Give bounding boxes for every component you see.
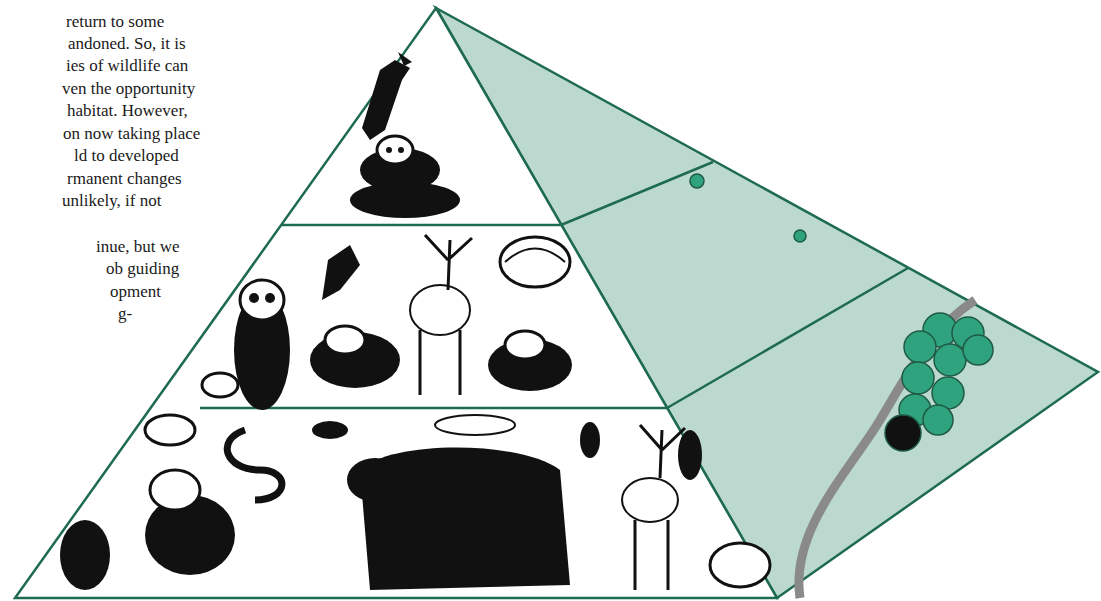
front-face	[15, 8, 777, 598]
body-text-line: on now taking place	[63, 124, 200, 144]
body-text-line: return to some	[66, 12, 164, 32]
body-text-line: ies of wildlife can	[66, 56, 188, 76]
animals-bottom	[60, 415, 770, 590]
body-text-line: inue, but we	[96, 237, 180, 257]
tier-line	[561, 162, 713, 225]
body-text-line: g-	[118, 304, 132, 324]
body-text-line: andoned. So, it is	[68, 34, 186, 54]
road	[799, 300, 975, 598]
body-text-line: ld to developed	[74, 146, 179, 166]
body-text-line: rmanent changes	[67, 169, 182, 189]
tier-line	[281, 224, 561, 227]
body-text-line: ob guiding	[106, 259, 179, 279]
tier-line	[667, 268, 908, 408]
trees	[690, 174, 993, 451]
body-text-line: ven the opportunity	[62, 79, 195, 99]
body-text-line: habitat. However,	[67, 101, 188, 121]
animals-middle	[202, 235, 572, 410]
body-text-line: opment	[110, 282, 161, 302]
animals-top	[350, 52, 460, 218]
body-text-line: unlikely, if not	[62, 191, 161, 211]
